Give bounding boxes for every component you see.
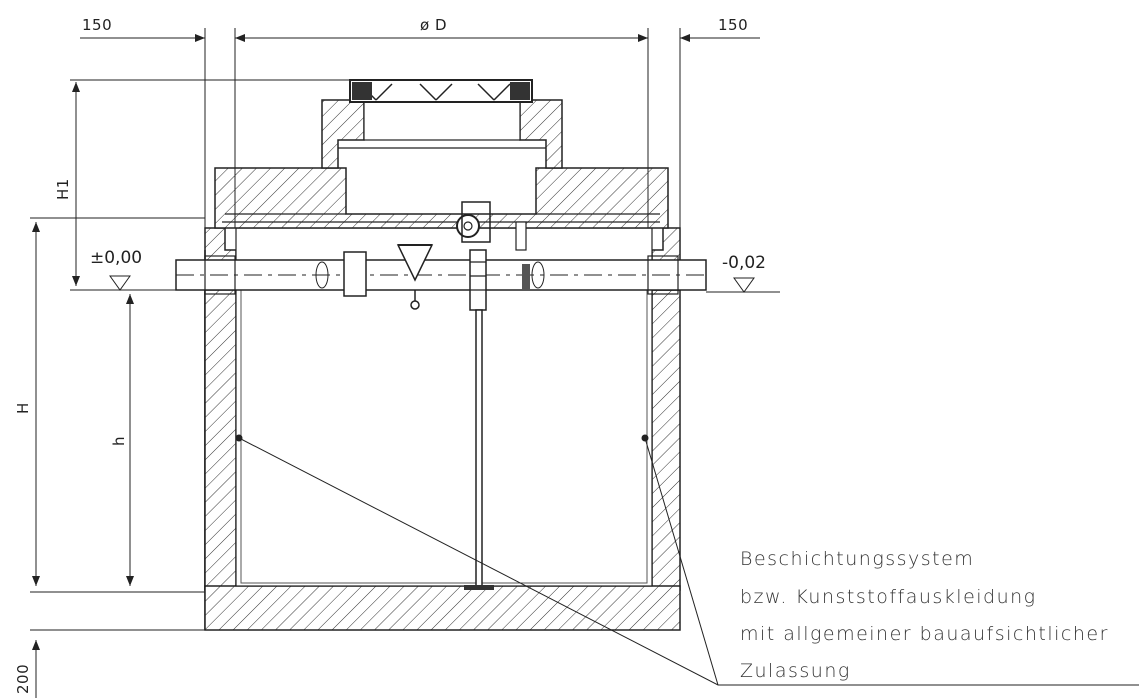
note-line-2: bzw. Kunststoffauskleidung: [740, 586, 1037, 608]
valve-assembly: [456, 201, 494, 590]
dim-left-wall: 150: [82, 16, 112, 34]
level-outlet: -0,02: [722, 253, 766, 273]
manhole-ring: [321, 99, 563, 169]
manhole-cover: [349, 79, 533, 103]
note-leaders: [235, 434, 1139, 686]
dim-h-total: H: [14, 402, 32, 414]
dim-h-inner: h: [110, 436, 128, 446]
dim-right-wall: 150: [718, 16, 748, 34]
through-pipe: [175, 221, 707, 310]
level-inlet: ±0,00: [90, 248, 142, 268]
dim-diameter: ø D: [420, 16, 447, 34]
note-line-1: Beschichtungssystem: [740, 548, 974, 570]
dimension-lines: [30, 28, 780, 698]
note-line-3: mit allgemeiner bauaufsichtlicher: [740, 623, 1109, 645]
note-line-4: Zulassung: [740, 660, 851, 682]
dim-base: 200: [14, 664, 32, 694]
dim-h1: H1: [54, 178, 72, 200]
cover-slab: [214, 167, 669, 229]
